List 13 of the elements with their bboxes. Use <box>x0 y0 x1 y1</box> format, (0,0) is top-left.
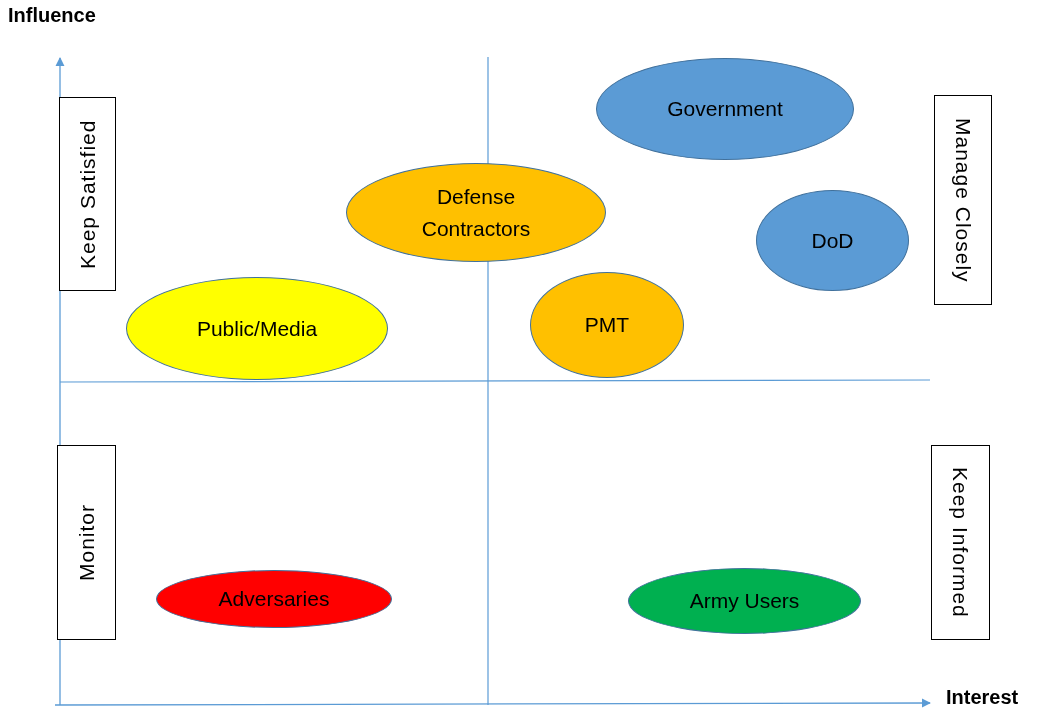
quadrant-label: Monitor <box>57 445 116 640</box>
stakeholder-ellipse: Adversaries <box>156 570 392 628</box>
stakeholder-ellipse: Defense Contractors <box>346 163 606 262</box>
stakeholder-ellipse: Army Users <box>628 568 861 634</box>
y-axis-label: Influence <box>8 4 96 27</box>
stakeholder-ellipse: Public/Media <box>126 277 388 380</box>
stakeholder-ellipse: DoD <box>756 190 909 291</box>
quadrant-label: Keep Satisfied <box>59 97 116 291</box>
stakeholder-ellipse: PMT <box>530 272 684 378</box>
quadrant-label: Manage Closely <box>934 95 992 305</box>
x-axis-label: Interest <box>946 686 1019 709</box>
stakeholder-ellipse: Government <box>596 58 854 160</box>
quadrant-label: Keep Informed <box>931 445 990 640</box>
